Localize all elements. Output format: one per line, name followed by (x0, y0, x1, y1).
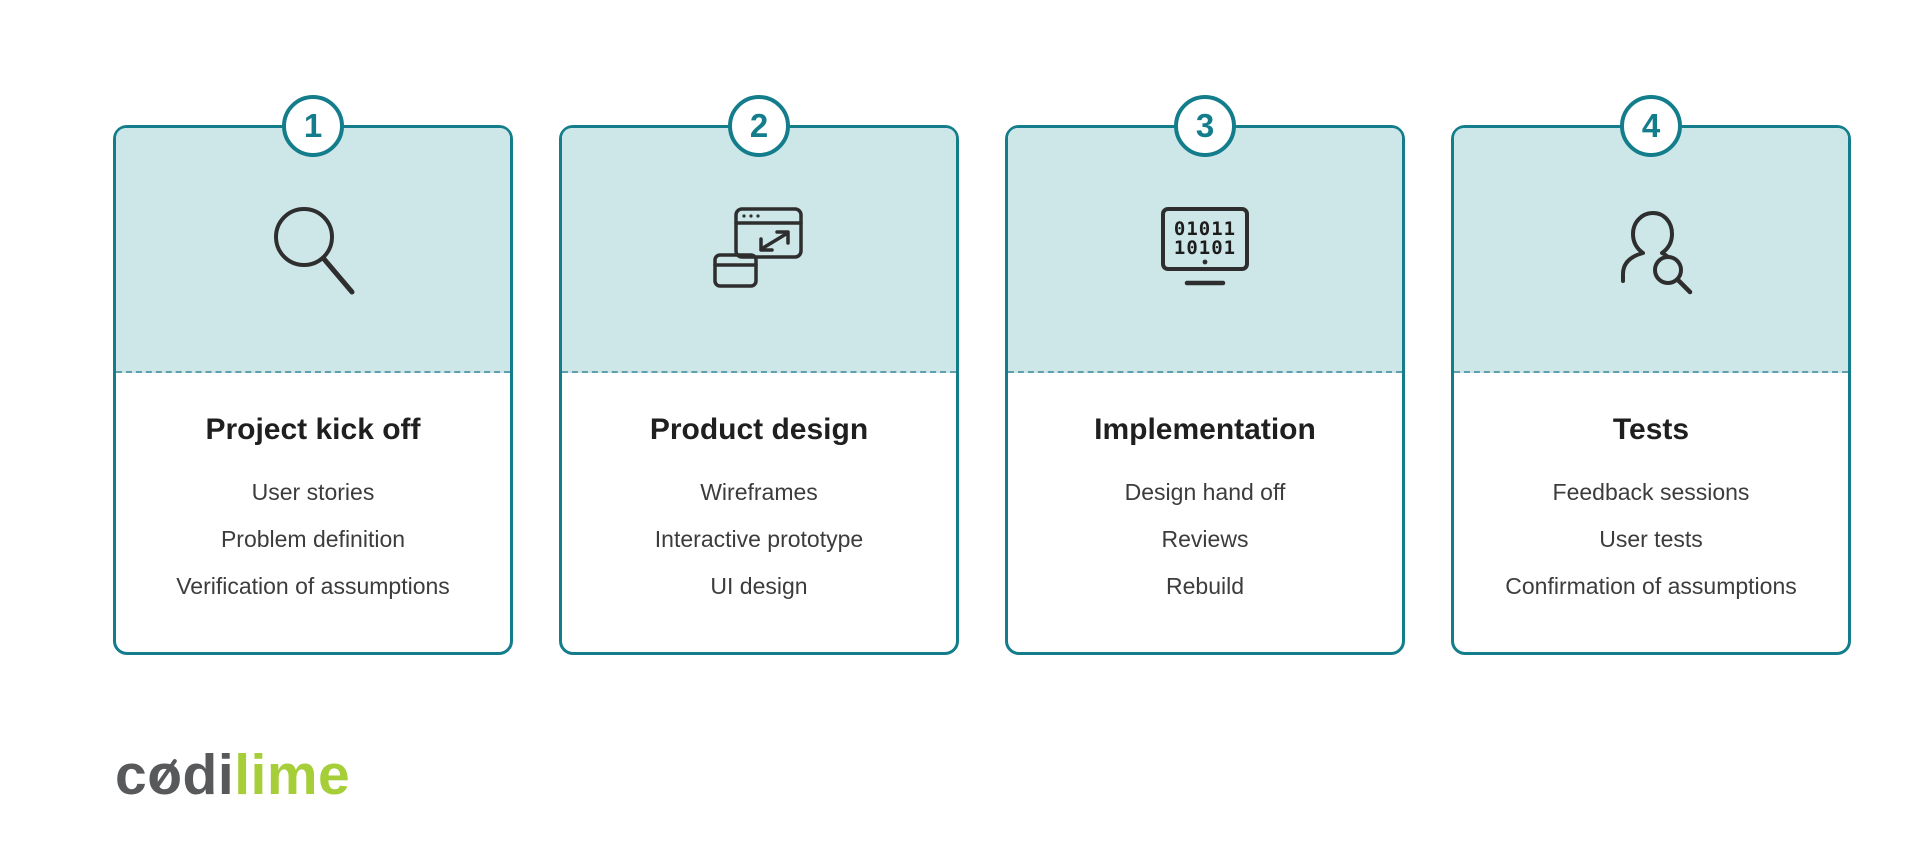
step-item: Interactive prototype (654, 526, 864, 552)
step-card-project-kick-off: 1 Project kick off User stories Problem … (113, 95, 513, 655)
step-number: 2 (749, 107, 769, 144)
step-item: UI design (710, 573, 808, 599)
step-item: Design hand off (1124, 479, 1286, 505)
step-item: Problem definition (220, 526, 406, 552)
logo-text-lime: lime (234, 743, 351, 807)
user-search-icon (1621, 210, 1693, 294)
step-title: Product design (649, 413, 869, 446)
magnifier-icon (274, 206, 355, 294)
step-card-product-design: 2 Product design Wireframes Interactive … (559, 95, 959, 655)
step-item: Verification of assumptions (176, 573, 450, 599)
binary-monitor-icon: 01011 10101 (1161, 206, 1249, 285)
card-text-area: Implementation Design hand off Reviews R… (1008, 413, 1402, 610)
step-title: Project kick off (205, 413, 421, 446)
step-number: 4 (1641, 107, 1661, 144)
codilime-logo: codilime (115, 747, 350, 804)
step-number: 1 (303, 107, 323, 144)
step-number-badge: 4 (1620, 95, 1682, 157)
binary-line-2: 10101 (1174, 237, 1236, 259)
step-number-badge: 2 (728, 95, 790, 157)
card-icon-area (116, 128, 510, 373)
card-icon-area: 01011 10101 (1008, 128, 1402, 373)
step-item: Feedback sessions (1552, 479, 1750, 505)
binary-line-1: 01011 (1174, 218, 1236, 240)
step-item: Wireframes (700, 479, 818, 505)
process-steps: 1 Project kick off User stories Problem … (113, 95, 1851, 655)
step-number-badge: 1 (282, 95, 344, 157)
step-card-tests: 4 Tests Feedback sessions User tests Con… (1451, 95, 1851, 655)
card-text-area: Project kick off User stories Problem de… (116, 413, 510, 610)
step-item: Confirmation of assumptions (1505, 573, 1797, 599)
logo-text-codi: codi (115, 743, 235, 807)
step-item: User tests (1599, 526, 1703, 552)
card-text-area: Tests Feedback sessions User tests Confi… (1454, 413, 1848, 610)
step-number-badge: 3 (1174, 95, 1236, 157)
step-title: Implementation (1094, 413, 1316, 446)
card-text-area: Product design Wireframes Interactive pr… (562, 413, 956, 610)
step-number: 3 (1195, 107, 1215, 144)
step-item: Reviews (1161, 526, 1249, 552)
step-item: User stories (251, 479, 375, 505)
step-title: Tests (1612, 413, 1690, 446)
step-card-implementation: 3 01011 10101 Implementation Design hand… (1005, 95, 1405, 655)
prototype-window-icon (713, 206, 803, 288)
card-icon-area (1454, 128, 1848, 373)
step-item: Rebuild (1166, 573, 1244, 599)
card-icon-area (562, 128, 956, 373)
